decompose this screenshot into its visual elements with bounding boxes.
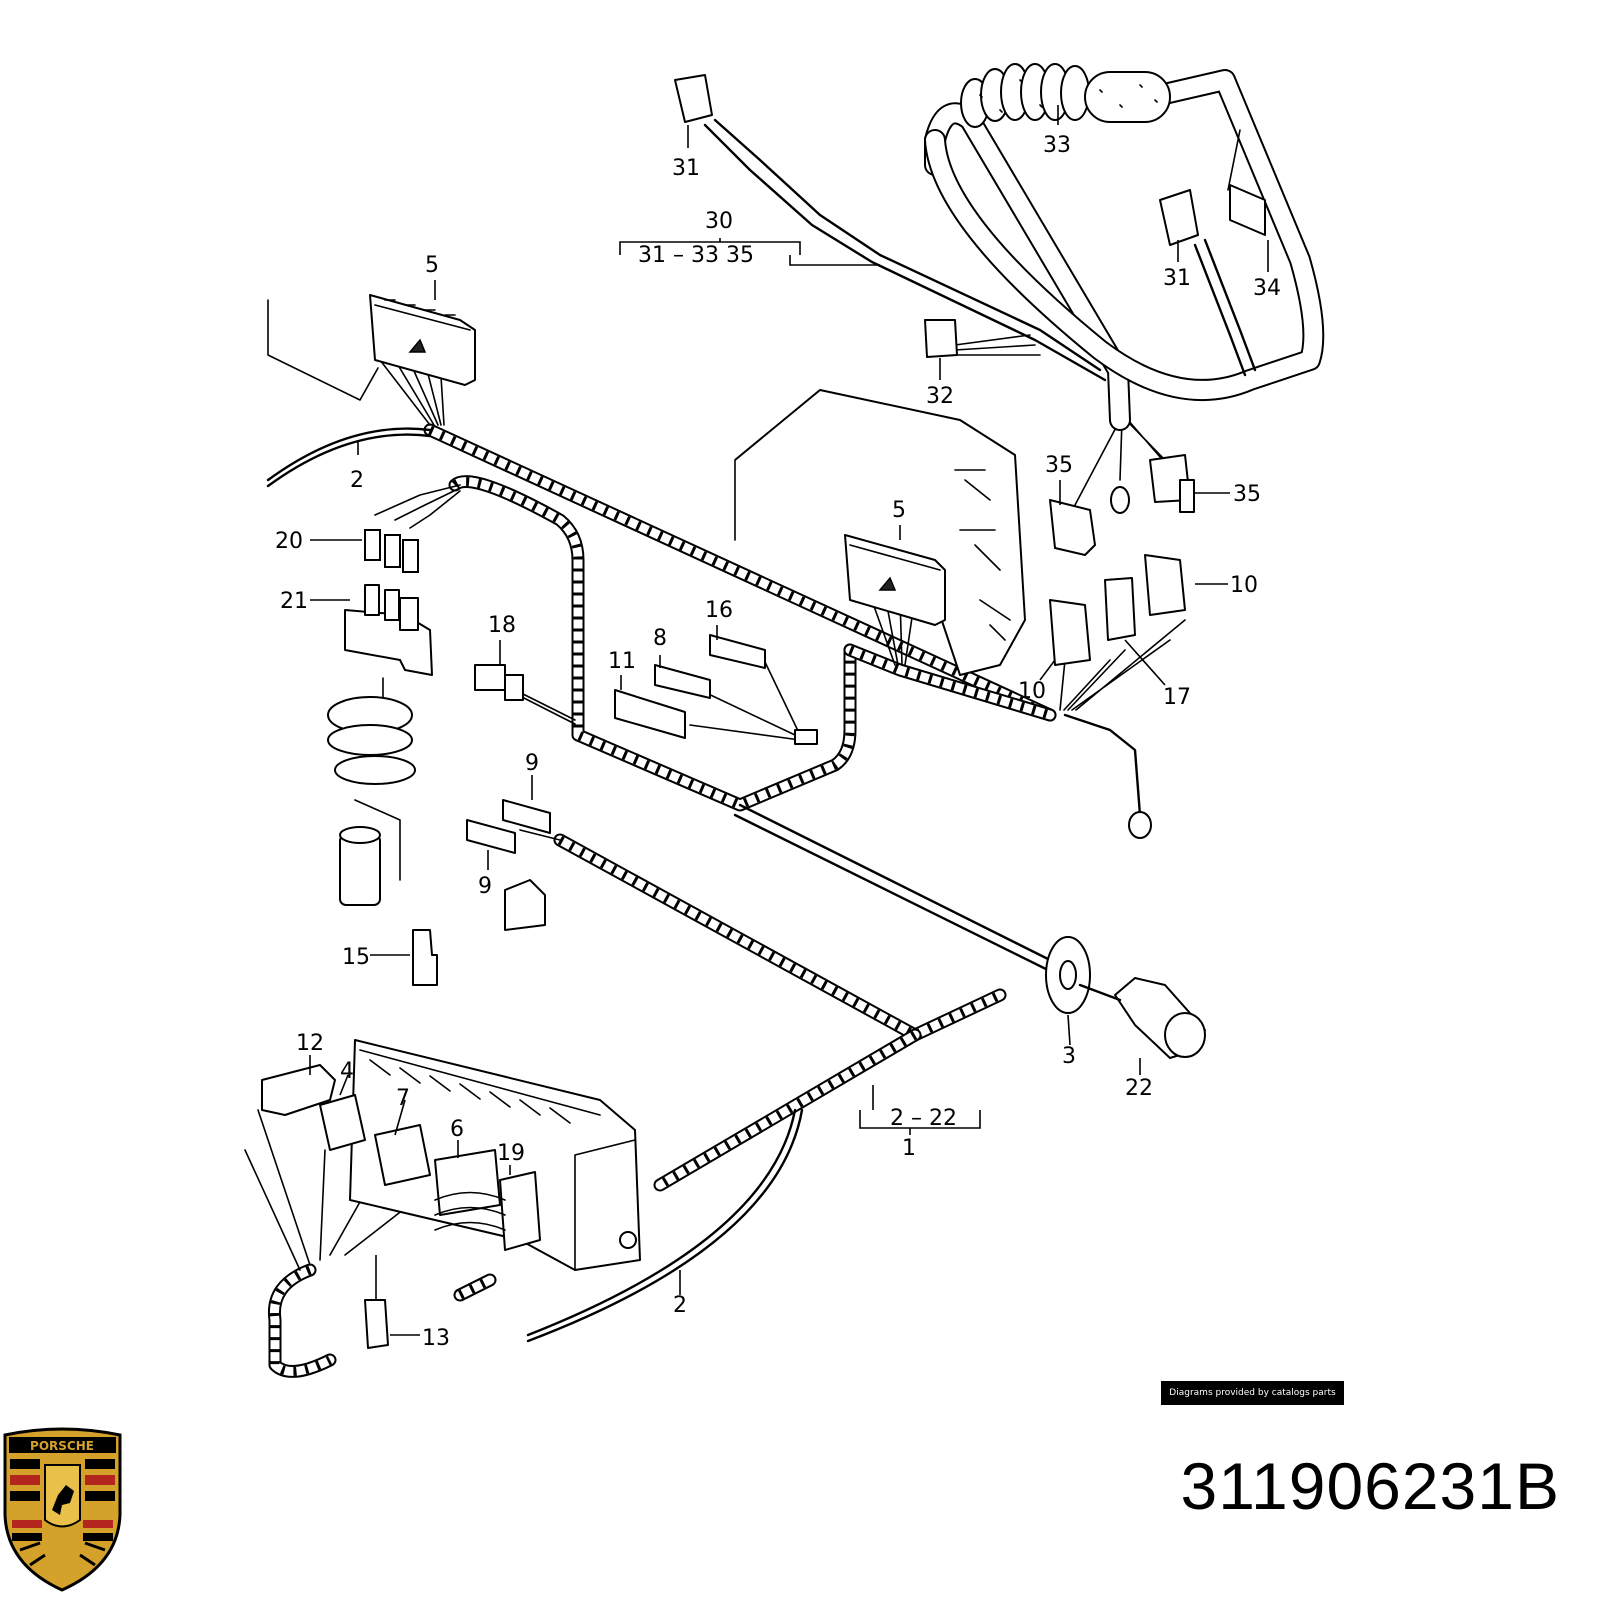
relay-21-and-fuses-20	[344, 529, 433, 701]
label-11: 11	[608, 649, 636, 674]
plain-wires	[244, 118, 1186, 1343]
tube-harness	[924, 69, 1325, 431]
label-18: 18	[488, 613, 516, 638]
connector-16	[709, 634, 766, 669]
diagram-credit: Diagrams provided by catalogs parts	[1161, 1381, 1344, 1405]
socket-22	[1078, 977, 1206, 1059]
label-15: 15	[342, 945, 370, 970]
label-10-right: 10	[1230, 573, 1258, 598]
main-harness-lower	[267, 833, 1007, 1378]
label-16: 16	[705, 598, 733, 623]
label-7: 7	[396, 1086, 410, 1111]
connector-5-top	[369, 294, 476, 386]
connector-8	[654, 664, 711, 699]
label-31-top: 31	[672, 156, 700, 181]
label-20: 20	[275, 529, 303, 554]
label-31-right: 31	[1163, 266, 1191, 291]
porsche-crest-logo: PORSCHE	[0, 1425, 125, 1593]
connectors-9	[466, 799, 551, 931]
main-harness-upper	[423, 423, 1057, 812]
label-2-top: 2	[350, 468, 364, 493]
label-35-right: 35	[1233, 482, 1261, 507]
logo-brand-text: PORSCHE	[30, 1439, 94, 1453]
label-4: 4	[340, 1059, 354, 1084]
label-13: 13	[422, 1326, 450, 1351]
grommet-3	[1045, 936, 1091, 1014]
label-34: 34	[1253, 276, 1281, 301]
label-group-30: 31 – 33 35	[638, 243, 754, 268]
label-35-left: 35	[1045, 453, 1073, 478]
label-1: 1	[902, 1136, 916, 1161]
leader-lines	[309, 105, 1269, 1336]
label-30: 30	[705, 209, 733, 234]
connector-18	[474, 664, 524, 701]
label-6: 6	[450, 1117, 464, 1142]
label-33: 33	[1043, 133, 1071, 158]
label-5-top: 5	[425, 253, 439, 278]
label-9-bottom: 9	[478, 874, 492, 899]
label-17: 17	[1163, 685, 1191, 710]
label-2-bottom: 2	[673, 1293, 687, 1318]
label-10-left: 10	[1018, 679, 1046, 704]
label-12: 12	[296, 1031, 324, 1056]
label-21: 21	[280, 589, 308, 614]
connectors-lower-left	[261, 1064, 541, 1349]
label-8: 8	[653, 626, 667, 651]
relay-panel-housing	[734, 389, 1026, 676]
label-group-1: 2 – 22	[890, 1106, 957, 1131]
fuel-pump-assembly	[327, 696, 416, 906]
label-19: 19	[497, 1141, 525, 1166]
convoluted-sleeve-33	[960, 63, 1171, 128]
label-3: 3	[1062, 1044, 1076, 1069]
connectors-right	[674, 74, 1266, 839]
label-9-top: 9	[525, 751, 539, 776]
label-22: 22	[1125, 1076, 1153, 1101]
connector-5-right	[844, 534, 946, 626]
label-32: 32	[926, 384, 954, 409]
connector-15	[412, 929, 438, 986]
label-5-right: 5	[892, 498, 906, 523]
part-labels: 5 2 20 21 18 31 30 31 – 33 35 33 31 34 3…	[275, 133, 1281, 1351]
connector-11	[614, 689, 818, 745]
part-number: 311906231B	[1180, 1449, 1560, 1523]
